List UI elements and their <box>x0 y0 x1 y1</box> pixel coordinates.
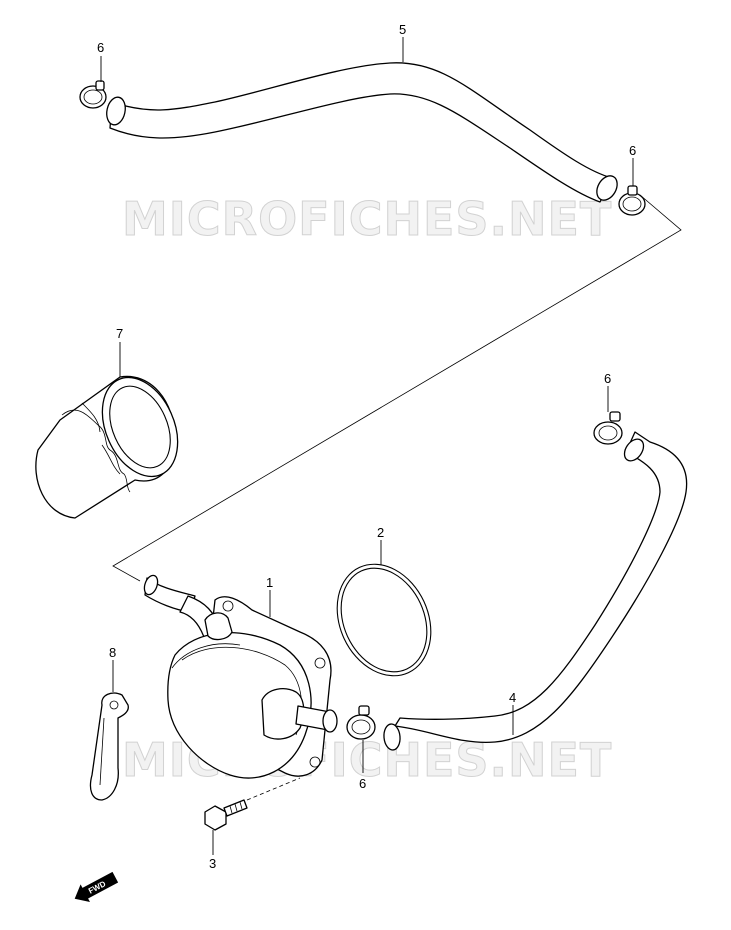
callout-5: 5 <box>399 22 406 37</box>
callout-3: 3 <box>209 856 216 871</box>
bolt-line <box>246 777 301 801</box>
callout-2: 2 <box>377 525 384 540</box>
callout-6-bottom: 6 <box>359 776 366 791</box>
callout-1: 1 <box>266 575 273 590</box>
connection-line <box>112 194 682 582</box>
clamp-bottom[interactable] <box>346 705 376 740</box>
callout-4: 4 <box>509 690 516 705</box>
callout-7: 7 <box>116 326 123 341</box>
upper-hose[interactable] <box>104 62 621 204</box>
lower-hose[interactable] <box>383 431 688 751</box>
bolt[interactable] <box>204 799 248 831</box>
fwd-direction-badge: FWD <box>74 871 119 902</box>
oil-cooler[interactable] <box>142 574 338 779</box>
callout-6-top-right: 6 <box>629 143 636 158</box>
clamp-right[interactable] <box>593 411 623 445</box>
callout-6-top-left: 6 <box>97 40 104 55</box>
o-ring[interactable] <box>320 549 449 691</box>
clamp-top-left[interactable] <box>79 80 107 109</box>
clamp-top-right[interactable] <box>618 185 646 216</box>
watermark-top: MICROFICHES.NET <box>122 192 612 246</box>
callout-8: 8 <box>109 645 116 660</box>
bracket[interactable] <box>89 692 129 801</box>
callout-6-right: 6 <box>604 371 611 386</box>
oil-filter[interactable] <box>35 366 192 519</box>
